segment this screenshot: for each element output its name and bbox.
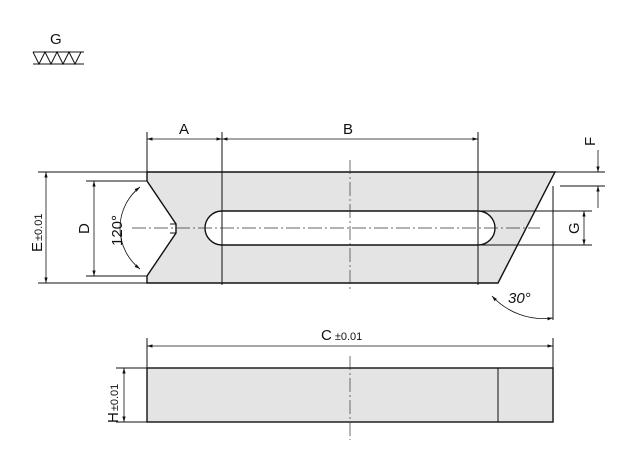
dim-label-b: B bbox=[343, 121, 353, 138]
dim-label-e-letter: E bbox=[29, 242, 46, 252]
dim-label-c-letter: C bbox=[321, 327, 332, 344]
dim-label-h-tolerance: ±0.01 bbox=[109, 384, 121, 411]
dim-label-d: D bbox=[76, 223, 93, 234]
dim-label-f: F bbox=[582, 137, 599, 146]
side-view: C±0.01 H±0.01 bbox=[105, 327, 554, 440]
dim-label-h-letter: H bbox=[105, 412, 122, 423]
surface-finish-symbol: G bbox=[32, 31, 84, 66]
dim-label-h: H±0.01 bbox=[105, 384, 122, 423]
dim-label-e: E±0.01 bbox=[29, 214, 46, 252]
surface-finish-letter: G bbox=[50, 31, 62, 48]
dim-label-c: C±0.01 bbox=[321, 327, 362, 344]
dim-label-c-tolerance: ±0.01 bbox=[335, 331, 362, 343]
dim-label-g: G bbox=[566, 222, 583, 234]
angle-label-30: 30° bbox=[508, 290, 531, 307]
dim-label-a: A bbox=[179, 121, 189, 138]
top-view: A B E±0.01 D 120° F G 30° bbox=[29, 121, 605, 321]
angle-label-120: 120° bbox=[109, 215, 126, 246]
dim-label-e-tolerance: ±0.01 bbox=[33, 214, 45, 241]
